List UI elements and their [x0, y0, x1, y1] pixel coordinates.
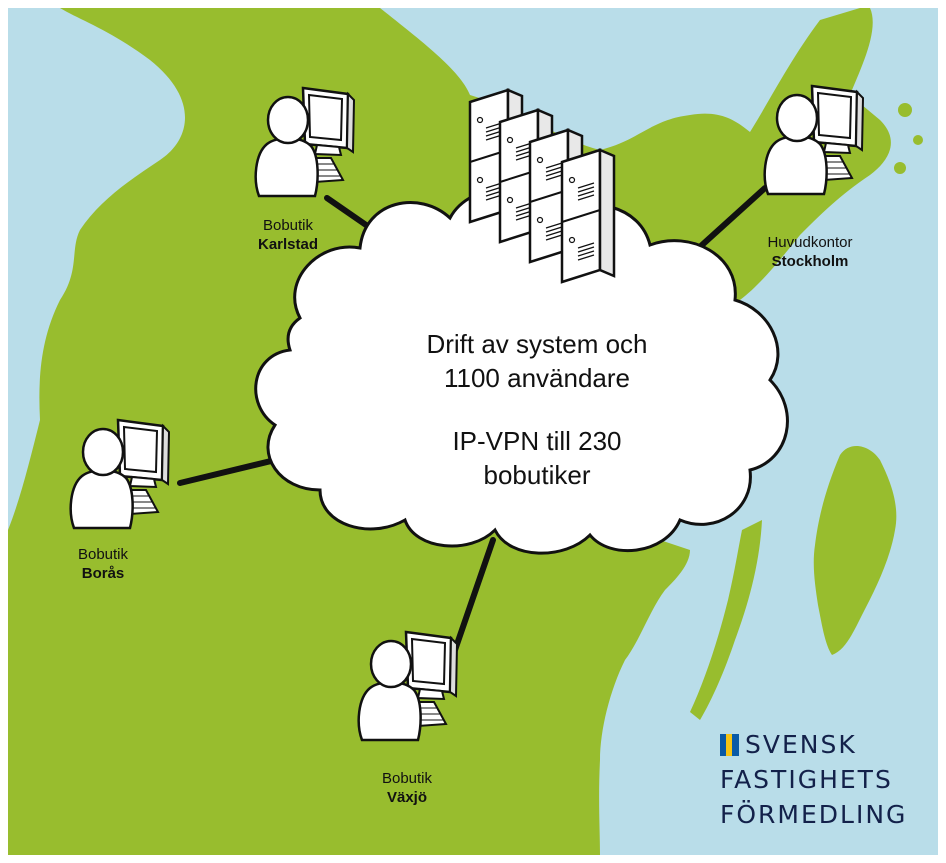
gotland-island [813, 445, 897, 655]
node-label-karlstad: Bobutik Karlstad [228, 216, 348, 254]
node-city: Borås [81, 565, 125, 582]
node-kind: Bobutik [262, 217, 314, 234]
logo-row-1: SVENSK [720, 727, 920, 762]
node-kind: Bobutik [77, 546, 129, 563]
node-label-boras: Bobutik Borås [48, 545, 158, 583]
node-label-stockholm: Huvudkontor Stockholm [740, 233, 880, 271]
cloud-line-2: 1100 användare [443, 363, 630, 393]
cloud-line-3: IP-VPN till 230 [452, 426, 622, 456]
node-city: Växjö [386, 789, 428, 806]
cloud-subtitle: IP-VPN till 230 bobutiker [372, 424, 702, 492]
node-city: Stockholm [771, 253, 849, 270]
sweden-flag-icon [720, 734, 739, 756]
cloud-line-1: Drift av system och [426, 329, 648, 359]
node-city: Karlstad [257, 236, 319, 253]
node-kind: Bobutik [381, 770, 433, 787]
cloud-line-4: bobutiker [483, 460, 591, 490]
node-kind: Huvudkontor [767, 234, 853, 251]
node-label-vaxjo: Bobutik Växjö [352, 769, 462, 807]
link-vaxjo [452, 537, 496, 653]
logo-line-3: FÖRMEDLING [720, 800, 908, 829]
oland-island [690, 520, 762, 720]
company-logo: SVENSK FASTIGHETS FÖRMEDLING [720, 727, 920, 832]
logo-line-1: SVENSK [745, 730, 857, 759]
cloud-title: Drift av system och 1100 användare [372, 327, 702, 395]
logo-line-2: FASTIGHETS [720, 765, 893, 794]
